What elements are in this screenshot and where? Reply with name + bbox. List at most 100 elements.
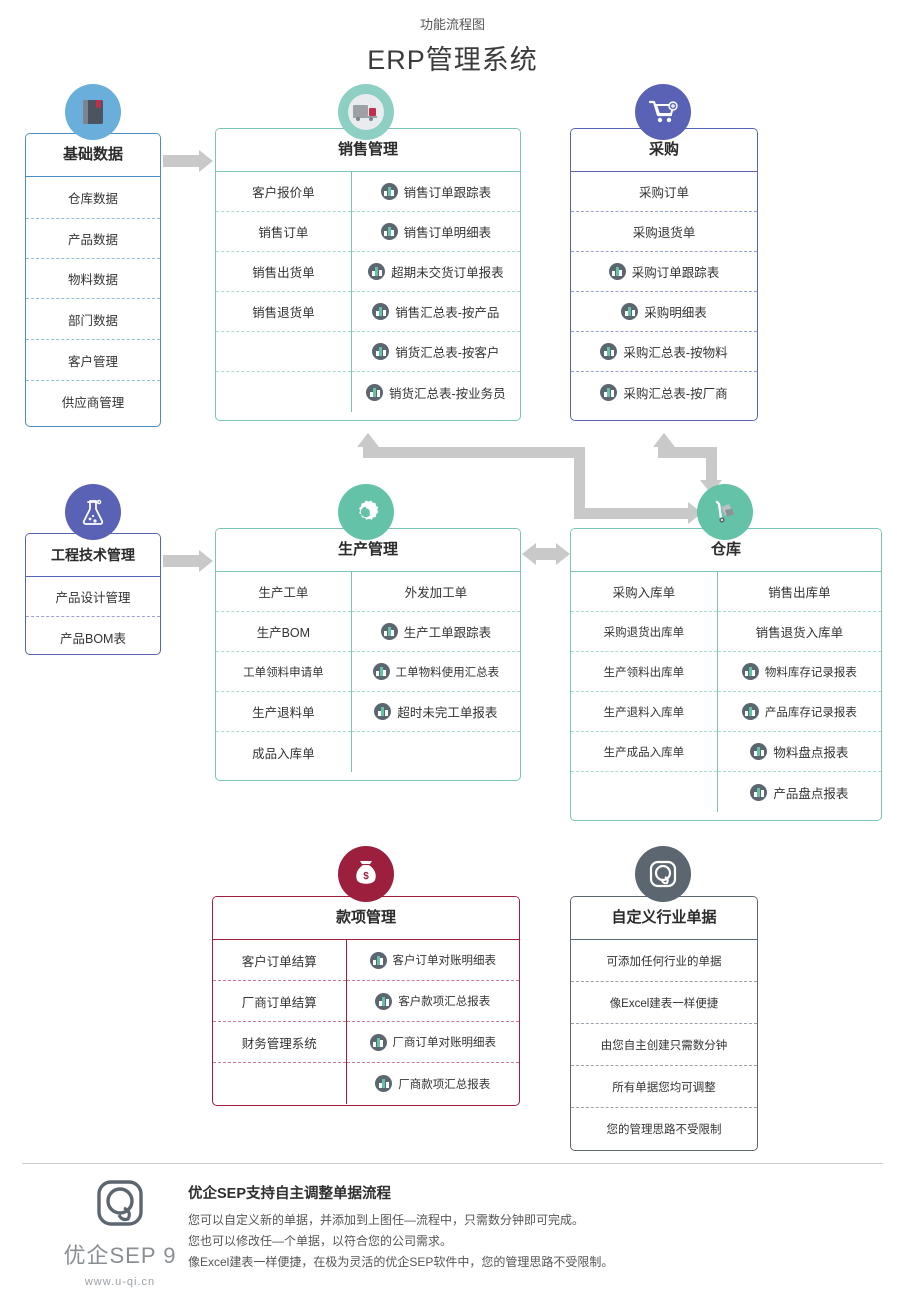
card-column-right: 销售订单跟踪表 销售订单明细表 超期未交货订单报表 销售汇总表-按产品 销货汇总…: [351, 172, 520, 412]
book-icon: [83, 100, 103, 124]
list-item[interactable]: 物料数据: [26, 259, 160, 299]
list-item[interactable]: 生产工单: [216, 572, 351, 612]
list-item[interactable]: 所有单据您均可调整: [571, 1066, 757, 1108]
list-item[interactable]: 厂商订单结算: [213, 981, 346, 1022]
card-basic-data[interactable]: 基础数据 仓库数据 产品数据 物料数据 部门数据 客户管理 供应商管理: [25, 133, 161, 427]
badge-custom-forms: [635, 846, 691, 902]
footer-logo: 优企SEP 9 www.u-qi.cn: [55, 1175, 185, 1288]
card-column-left: 生产工单 生产BOM 工单领料申请单 生产退料单 成品入库单: [216, 572, 352, 772]
list-item[interactable]: 成品入库单: [252, 746, 315, 761]
list-item[interactable]: 产品设计管理: [26, 577, 160, 617]
list-item[interactable]: 客户报价单: [216, 172, 351, 212]
card-title: 自定义行业单据: [571, 897, 757, 940]
report-item[interactable]: 销货汇总表-按客户: [351, 332, 520, 372]
list-item[interactable]: 生产成品入库单: [571, 732, 717, 772]
svg-text:$: $: [363, 871, 369, 882]
report-item[interactable]: 客户款项汇总报表: [346, 981, 519, 1022]
card-column-right: 销售出库单 销售退货入库单 物料库存记录报表 产品库存记录报表 物料盘点报表 产…: [717, 572, 881, 812]
report-item[interactable]: 产品库存记录报表: [717, 692, 881, 732]
card-warehouse[interactable]: 仓库 采购入库单 采购退货出库单 生产领料出库单 生产退料入库单 生产成品入库单…: [570, 528, 882, 821]
flask-icon: [82, 499, 104, 525]
list-item[interactable]: 生产BOM: [216, 612, 351, 652]
report-chart-icon: [741, 703, 759, 720]
report-item[interactable]: 采购订单跟踪表: [571, 252, 757, 292]
report-item[interactable]: 采购汇总表-按厂商: [571, 372, 757, 412]
report-chart-icon: [600, 343, 618, 360]
q-logo-icon: [97, 1180, 143, 1226]
list-item[interactable]: 销售退货单: [216, 292, 351, 332]
footer-line-2: 您也可以修改任—个单据，以符合您的公司需求。: [188, 1234, 453, 1248]
list-item[interactable]: 外发加工单: [351, 572, 520, 612]
badge-purchase: [635, 84, 691, 140]
list-item[interactable]: 销售退货入库单: [717, 612, 881, 652]
card-title: 款项管理: [213, 897, 519, 940]
report-chart-icon: [375, 1075, 393, 1092]
report-chart-icon: [368, 263, 386, 280]
list-item[interactable]: 生产领料出库单: [571, 652, 717, 692]
list-item[interactable]: 可添加任何行业的单据: [571, 940, 757, 982]
list-item[interactable]: 销售出库单: [717, 572, 881, 612]
card-column-left: 采购入库单 采购退货出库单 生产领料出库单 生产退料入库单 生产成品入库单: [571, 572, 718, 812]
report-item[interactable]: 销售汇总表-按产品: [351, 292, 520, 332]
report-chart-icon: [369, 1033, 387, 1051]
card-sales[interactable]: 销售管理 客户报价单 销售订单 销售出货单 销售退货单 销售订单跟踪表 销售订单…: [215, 128, 521, 421]
card-engineering[interactable]: 工程技术管理 产品设计管理 产品BOM表: [25, 533, 161, 655]
report-chart-icon: [621, 303, 639, 320]
report-item[interactable]: 厂商款项汇总报表: [347, 1063, 519, 1104]
list-item[interactable]: 生产退料单: [216, 692, 351, 732]
report-chart-icon: [600, 383, 618, 401]
list-item[interactable]: 供应商管理: [61, 396, 125, 410]
list-item[interactable]: 由您自主创建只需数分钟: [571, 1024, 757, 1066]
report-chart-icon: [366, 383, 383, 401]
list-item[interactable]: 销售订单: [216, 212, 351, 252]
list-item[interactable]: 仓库数据: [26, 177, 160, 219]
report-item[interactable]: 销售订单明细表: [351, 212, 520, 252]
badge-warehouse: [697, 484, 753, 540]
list-item[interactable]: 客户订单结算: [213, 940, 346, 981]
report-item[interactable]: 产品盘点报表: [718, 772, 881, 812]
report-item[interactable]: 采购明细表: [571, 292, 757, 332]
report-item[interactable]: 销售订单跟踪表: [351, 172, 520, 212]
report-chart-icon: [372, 663, 390, 680]
truck-icon: [353, 105, 377, 121]
card-column: 仓库数据 产品数据 物料数据 部门数据 客户管理 供应商管理: [26, 177, 160, 422]
list-item[interactable]: 采购退货出库单: [571, 612, 717, 652]
report-item[interactable]: 物料盘点报表: [717, 732, 881, 772]
footer-heading: 优企SEP支持自主调整单据流程: [188, 1186, 392, 1202]
list-item[interactable]: 销售出货单: [216, 252, 351, 292]
card-production[interactable]: 生产管理 生产工单 生产BOM 工单领料申请单 生产退料单 成品入库单 外发加工…: [215, 528, 521, 781]
report-item[interactable]: 超时未完工单报表: [351, 692, 520, 732]
list-item[interactable]: 像Excel建表一样便捷: [571, 982, 757, 1024]
list-item[interactable]: 采购入库单: [571, 572, 717, 612]
page-subtitle: 功能流程图: [419, 17, 485, 32]
shopping-cart-icon: [648, 100, 678, 123]
list-item[interactable]: 客户管理: [26, 340, 160, 381]
list-item[interactable]: 部门数据: [26, 299, 160, 340]
card-purchase[interactable]: 采购 采购订单 采购退货单 采购订单跟踪表 采购明细表 采购汇总表-按物料 采购…: [570, 128, 758, 421]
report-item[interactable]: 采购汇总表-按物料: [571, 332, 757, 372]
list-item[interactable]: 财务管理系统: [213, 1022, 346, 1063]
report-item[interactable]: 客户订单对账明细表: [346, 940, 519, 981]
connector-production-warehouse: [522, 543, 570, 565]
list-item[interactable]: 生产退料入库单: [571, 692, 717, 732]
list-item-empty: [216, 372, 351, 412]
card-column: 采购订单 采购退货单 采购订单跟踪表 采购明细表 采购汇总表-按物料 采购汇总表…: [571, 172, 757, 412]
report-item[interactable]: 超期未交货订单报表: [351, 252, 520, 292]
footer-line-3: 像Excel建表一样便捷，在极为灵活的优企SEP软件中，您的管理思路不受限制。: [188, 1255, 614, 1269]
report-item[interactable]: 物料库存记录报表: [717, 652, 881, 692]
list-item[interactable]: 产品BOM表: [60, 631, 126, 646]
list-item[interactable]: 您的管理思路不受限制: [606, 1124, 722, 1136]
badge-payment: $: [338, 846, 394, 902]
list-item[interactable]: 产品数据: [26, 219, 160, 259]
card-payment[interactable]: 款项管理 客户订单结算 厂商订单结算 财务管理系统 客户订单对账明细表 客户款项…: [212, 896, 520, 1106]
connector-engineering-to-production: [163, 550, 215, 572]
gear-icon: [359, 500, 379, 520]
report-item[interactable]: 销货汇总表-按业务员: [352, 372, 520, 412]
list-item[interactable]: 工单领料申请单: [216, 652, 351, 692]
report-item[interactable]: 生产工单跟踪表: [351, 612, 520, 652]
list-item[interactable]: 采购订单: [571, 172, 757, 212]
card-custom-forms[interactable]: 自定义行业单据 可添加任何行业的单据 像Excel建表一样便捷 由您自主创建只需…: [570, 896, 758, 1151]
report-item[interactable]: 工单物料使用汇总表: [351, 652, 520, 692]
list-item[interactable]: 采购退货单: [571, 212, 757, 252]
report-item[interactable]: 厂商订单对账明细表: [346, 1022, 519, 1063]
